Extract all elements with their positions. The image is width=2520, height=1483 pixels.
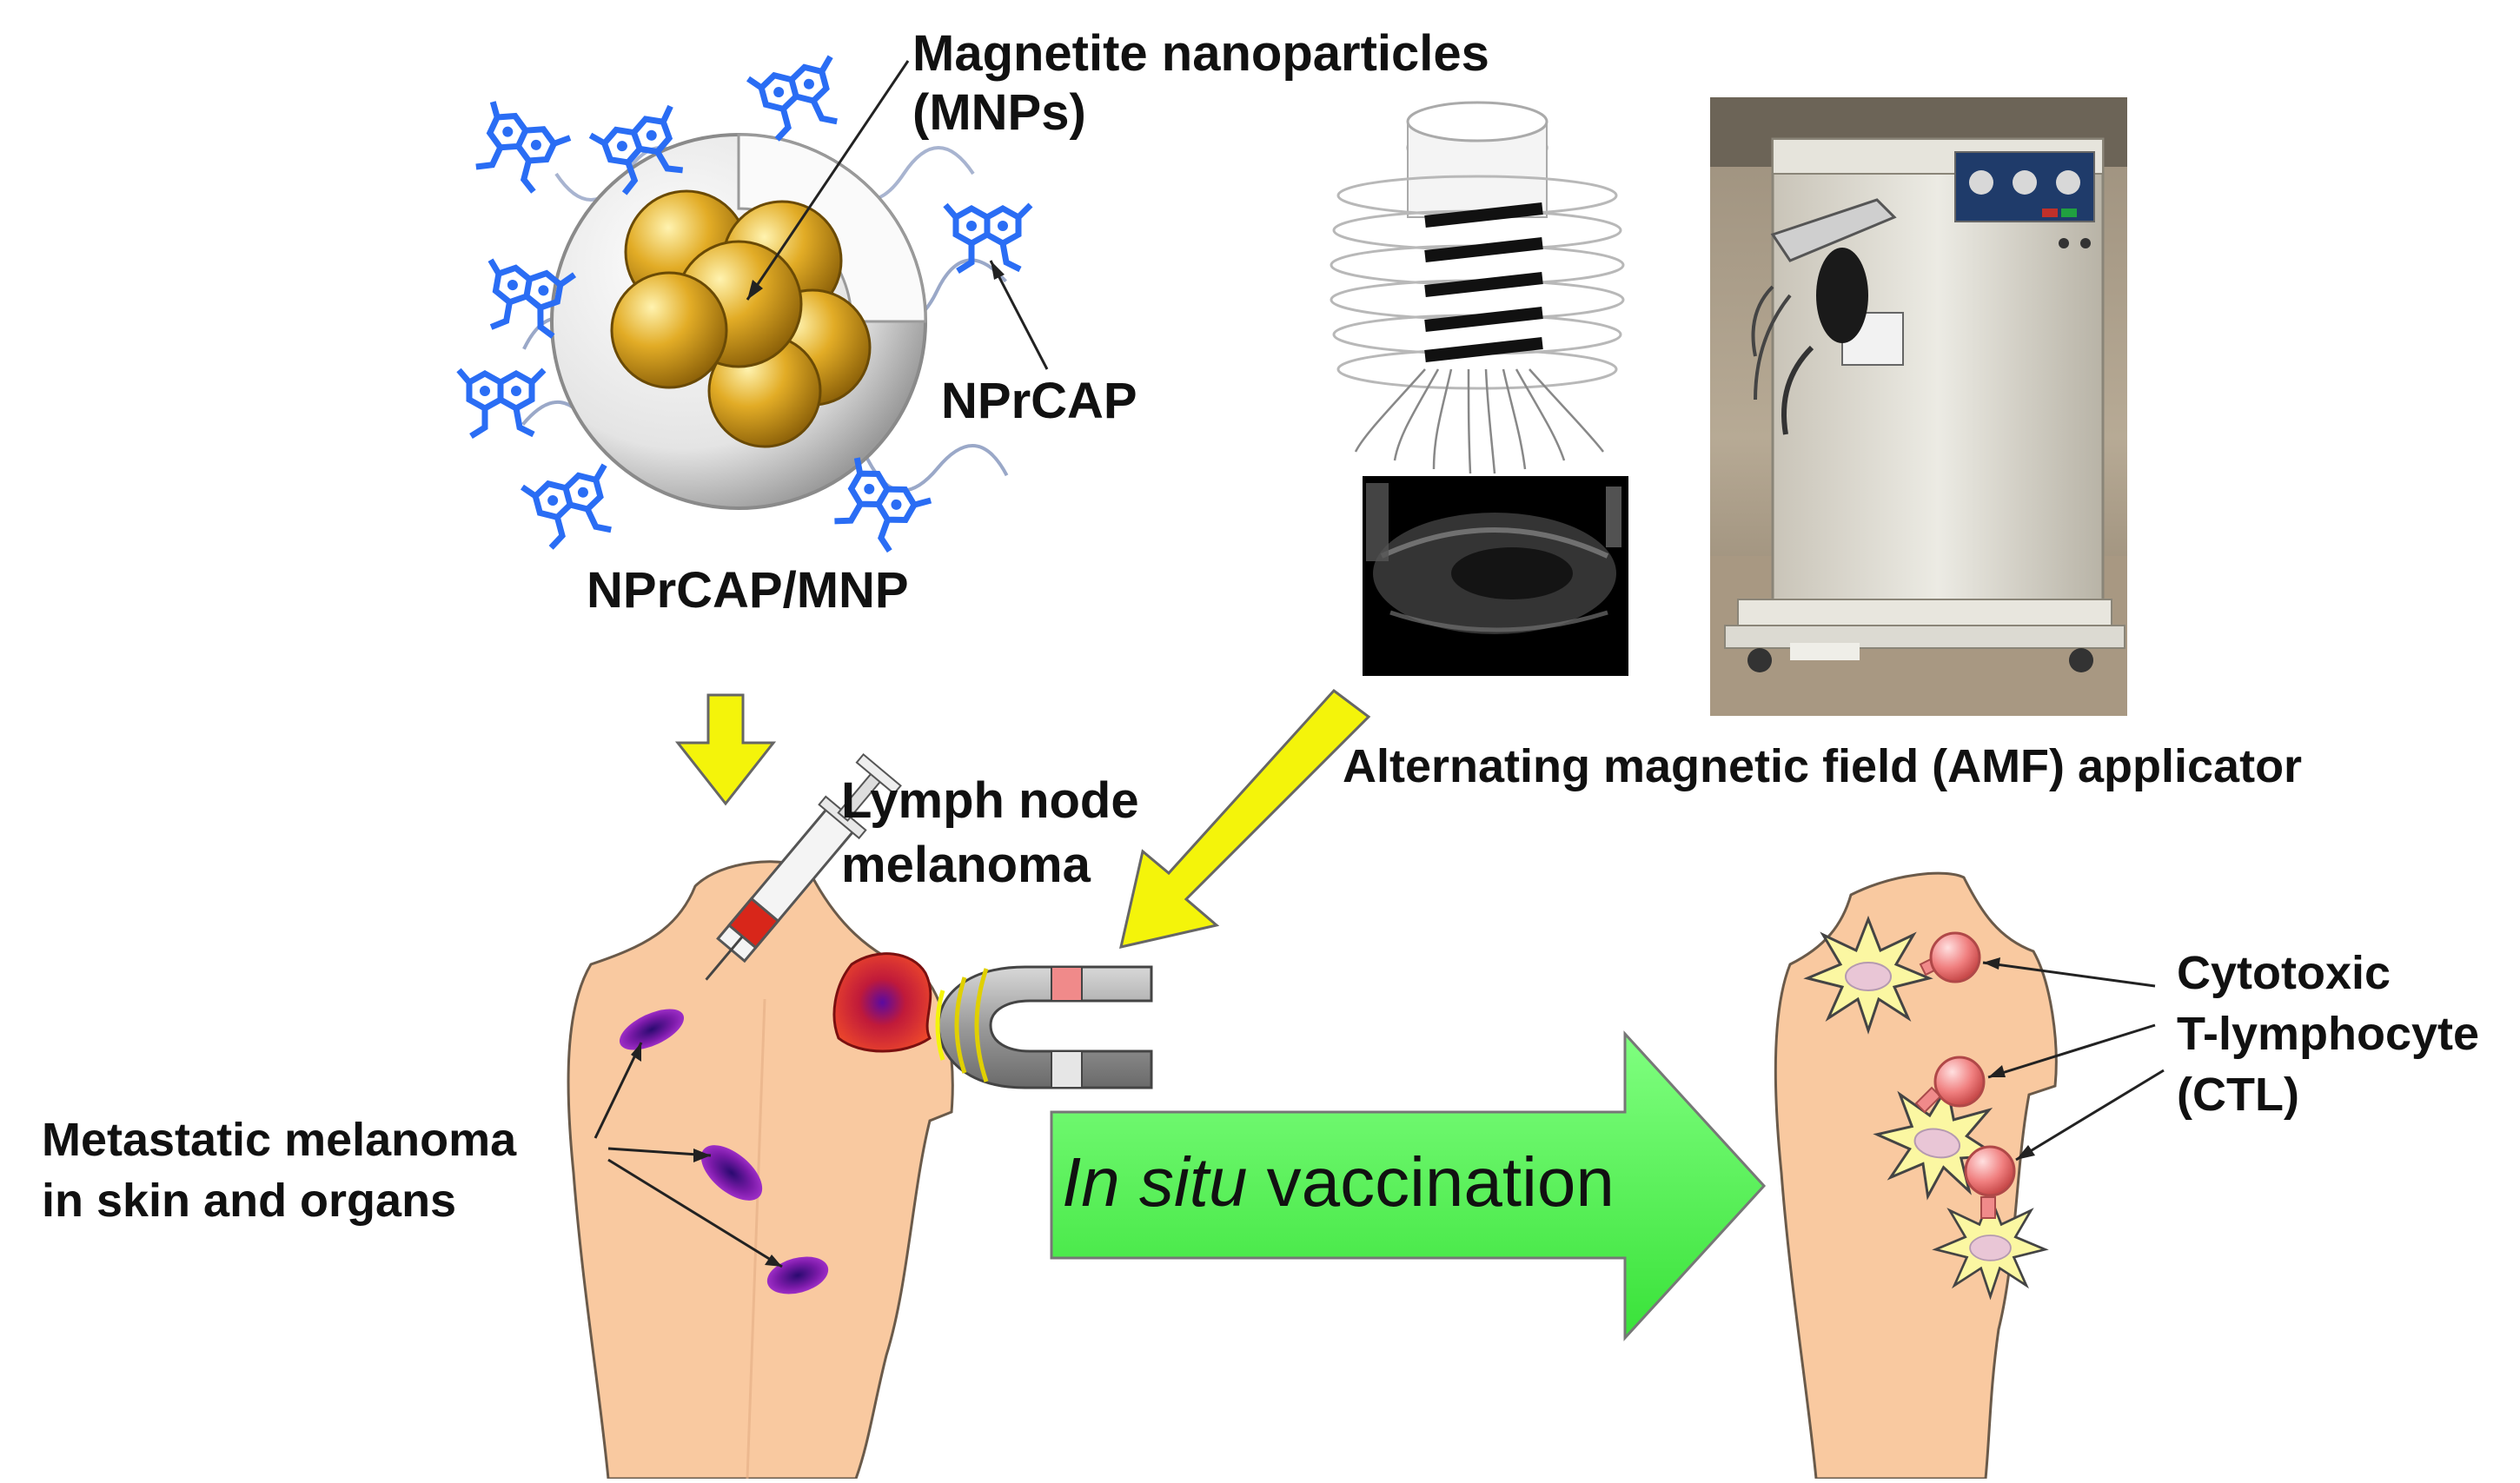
- nanoparticle-illustration: [459, 56, 1049, 558]
- label-nprcap: NPrCAP: [941, 373, 1137, 429]
- label-ctl: (CTL): [2177, 1069, 2299, 1121]
- label-metastatic-melanoma: Metastatic melanoma: [42, 1114, 517, 1166]
- label-nprcap-mnp: NPrCAP/MNP: [587, 562, 909, 619]
- label-vaccination: vaccination: [1247, 1143, 1615, 1221]
- label-amf-applicator: Alternating magnetic field (AMF) applica…: [1343, 740, 2303, 792]
- label-in-skin-and-organs: in skin and organs: [42, 1175, 457, 1227]
- label-t-lymphocyte: T-lymphocyte: [2177, 1008, 2480, 1060]
- coil-illustration: [1330, 101, 1628, 676]
- label-cytotoxic: Cytotoxic: [2177, 947, 2391, 999]
- yellow-arrows: [674, 688, 1371, 949]
- label-in-situ-vaccination: In situ vaccination: [1062, 1142, 1615, 1222]
- label-magnetite-nanoparticles: Magnetite nanoparticles: [912, 25, 1489, 82]
- label-mnps: (MNPs): [912, 84, 1086, 141]
- vaccination-arrow: [1050, 1030, 1767, 1341]
- patient-body-left: [567, 752, 1153, 1480]
- label-melanoma: melanoma: [841, 837, 1091, 893]
- amf-applicator-photo: [1710, 97, 2127, 716]
- label-in-situ: In situ: [1062, 1143, 1248, 1221]
- patient-body-right: [1774, 871, 2165, 1480]
- label-lymph-node: Lymph node: [841, 772, 1139, 829]
